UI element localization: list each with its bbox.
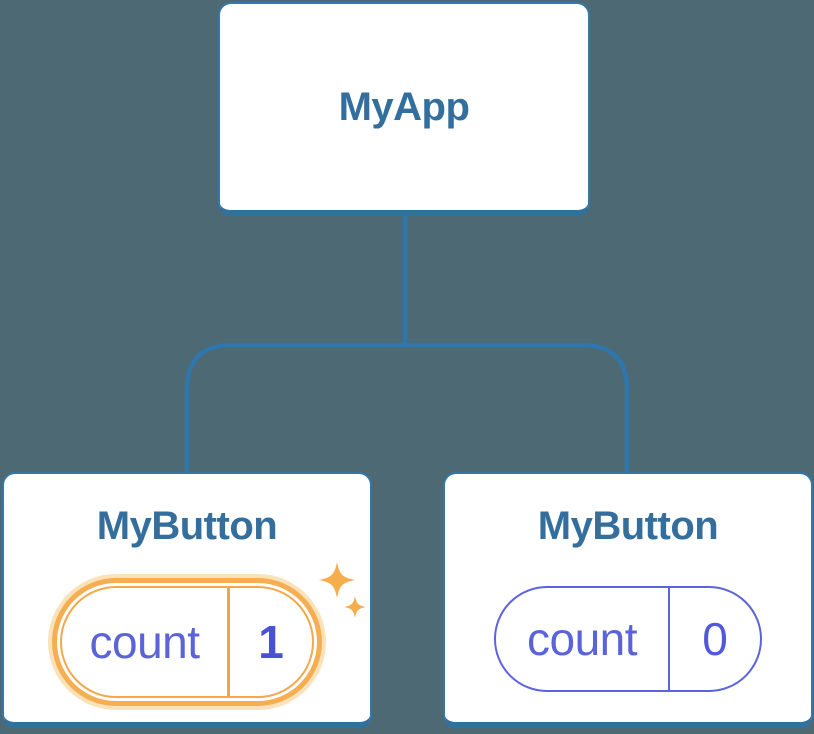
child-node-title: MyButton [96,504,278,548]
state-divider [668,588,670,690]
state-pill-idle: count 0 [494,586,762,692]
root-node-title: MyApp [338,85,470,129]
state-divider [227,588,230,696]
child-node-title: MyButton [537,504,719,548]
child-node-active: MyButton count 1 [2,472,372,728]
sparkle-small [344,596,366,618]
state-value: 0 [702,613,728,665]
sparkles-icon [319,562,366,618]
root-node: MyApp [218,2,590,216]
state-label: count [526,613,638,665]
connector-branch [184,342,630,476]
child-node-idle: MyButton count 0 [443,472,813,728]
sparkle-large [319,562,355,598]
state-label: count [89,616,200,668]
state-pill-active: count 1 [60,586,314,698]
state-value: 1 [258,616,284,668]
